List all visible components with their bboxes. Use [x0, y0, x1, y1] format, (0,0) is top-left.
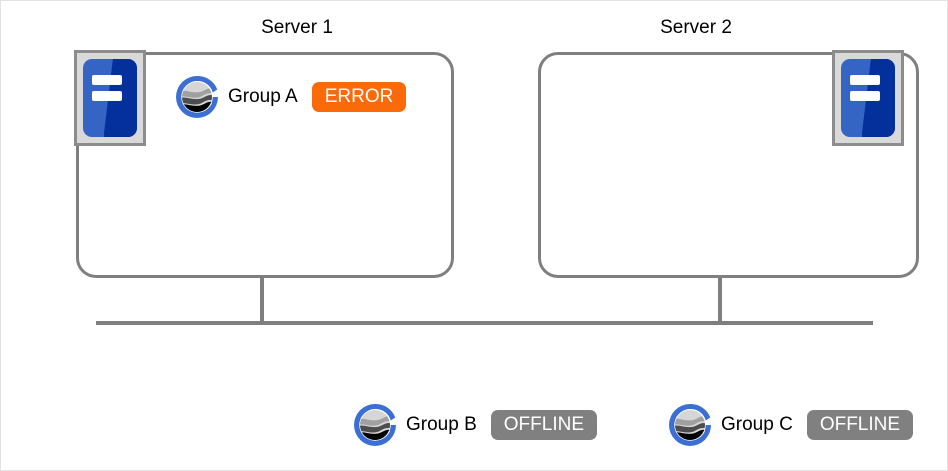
server-rack-icon[interactable]: [832, 50, 904, 146]
group-globe-logo: [669, 403, 711, 446]
group-row[interactable]: Group A ERROR: [173, 73, 407, 121]
group-row[interactable]: Group B OFFLINE: [351, 401, 597, 449]
server-2-bus-connector: [718, 276, 722, 322]
server-chassis-graphic: [841, 59, 895, 137]
server-slot-bar-bottom: [849, 90, 880, 102]
server-title-1: Server 1: [261, 17, 333, 38]
status-badge[interactable]: ERROR: [311, 82, 407, 112]
server-title-2: Server 2: [660, 17, 732, 38]
group-row[interactable]: Group C OFFLINE: [666, 401, 914, 449]
server-1-bus-connector: [260, 276, 264, 322]
server-slot-bar-bottom: [91, 90, 122, 102]
group-globe-logo: [354, 403, 396, 446]
network-bus-bar: [96, 321, 873, 325]
status-badge[interactable]: OFFLINE: [490, 410, 597, 440]
group-label: Group A: [228, 86, 298, 107]
server-slot-bar-top: [91, 74, 122, 85]
server-slot-bar-top: [849, 74, 880, 85]
server-chassis-graphic: [83, 59, 137, 137]
group-label: Group C: [721, 414, 793, 435]
group-label: Group B: [406, 414, 477, 435]
status-badge[interactable]: OFFLINE: [806, 410, 914, 440]
group-globe-logo: [176, 75, 218, 118]
server-rack-icon[interactable]: [74, 50, 146, 146]
